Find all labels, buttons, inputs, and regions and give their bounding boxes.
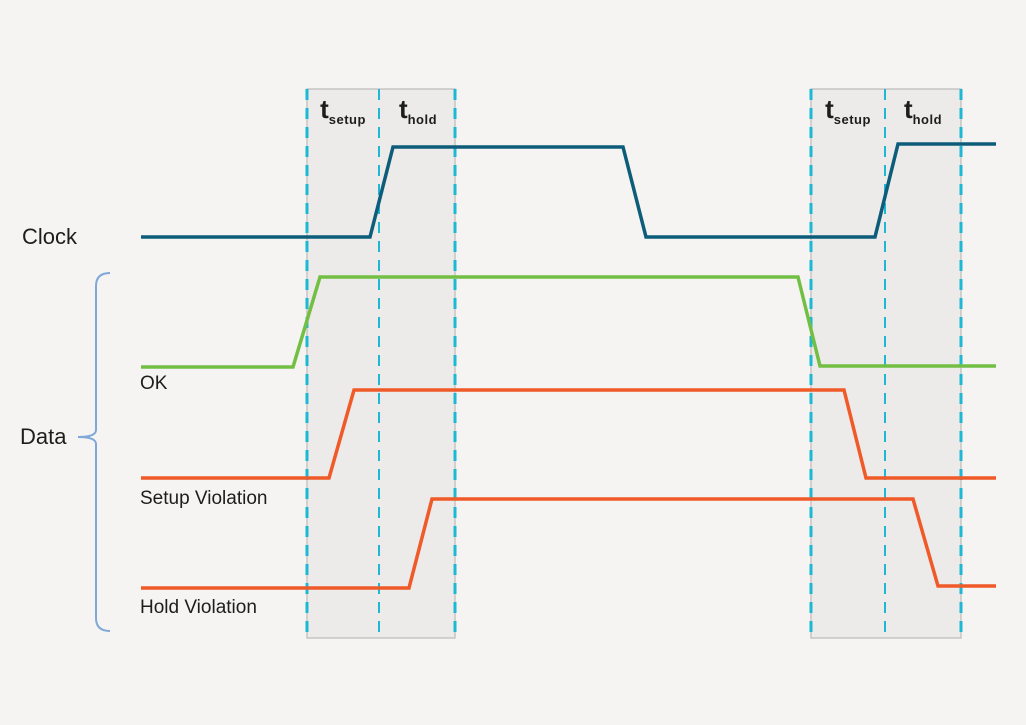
t-hold-subscript: hold [912,112,943,127]
t-symbol: t [398,94,408,124]
timing-windows-layer [305,88,963,639]
setup-violation-signal-label: Setup Violation [140,488,268,509]
clock-waveform [141,142,996,239]
waveforms-layer [141,142,996,590]
t-setup-subscript: setup [328,112,366,127]
t-hold-label-window2: thold [904,94,942,127]
setup-violation-waveform [141,388,996,480]
t-symbol: t [825,94,834,124]
brace-layer [77,272,111,632]
t-setup-label-window2: tsetup [825,94,871,127]
data-group-brace [77,272,111,632]
timing-window-1 [306,88,456,639]
t-hold-subscript: hold [407,112,438,127]
t-setup-subscript: setup [833,112,871,127]
t-symbol: t [320,94,329,124]
ok-waveform [141,275,996,369]
t-symbol: t [903,94,913,124]
ok-signal-label: OK [140,373,168,394]
hold-violation-waveform [141,497,996,590]
clock-signal-label: Clock [22,224,78,249]
t-setup-label-window1: tsetup [320,94,366,127]
hold-violation-signal-label: Hold Violation [140,597,257,618]
t-hold-label-window1: thold [399,94,437,127]
data-group-label: Data [20,424,67,449]
